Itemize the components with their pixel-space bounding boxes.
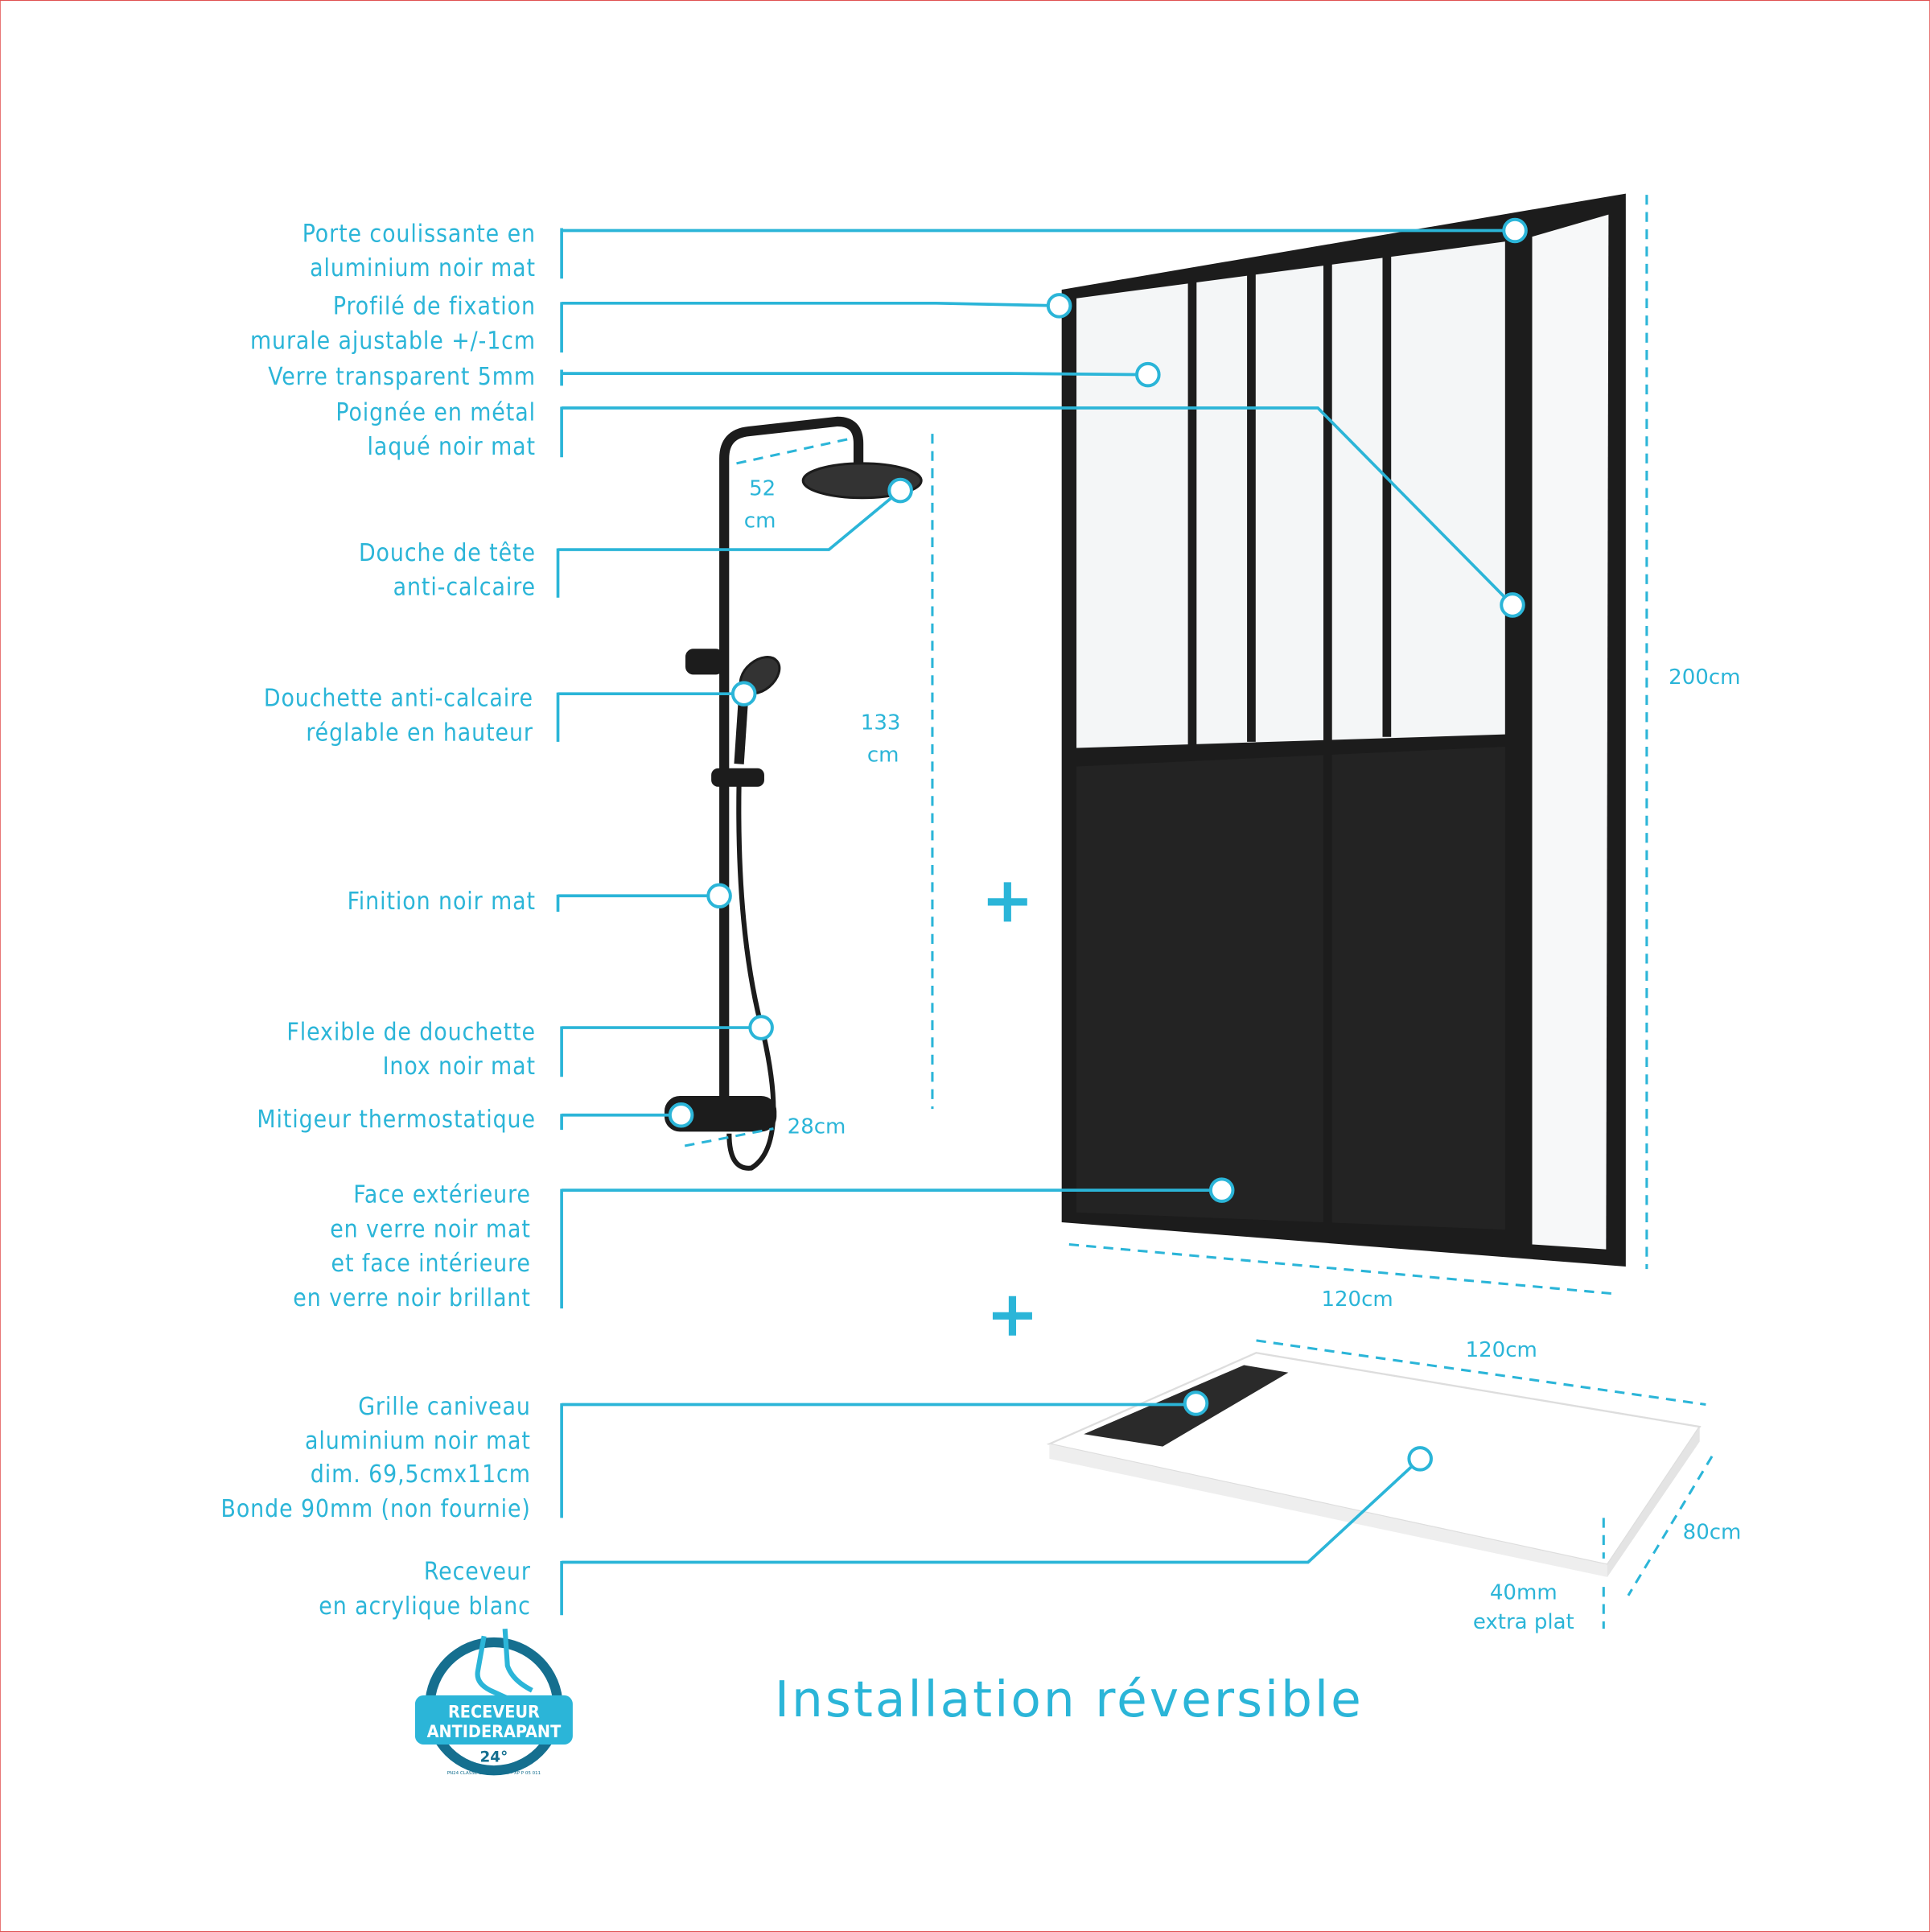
column-height-unit: cm — [867, 743, 899, 767]
svg-text:Profilé de fixation: Profilé de fixation — [333, 293, 536, 321]
svg-text:Douchette anti-calcaire: Douchette anti-calcaire — [264, 684, 533, 712]
door-height-label: 200cm — [1669, 665, 1740, 690]
callout-tray: Receveur en acrylique blanc — [319, 1446, 1433, 1621]
svg-text:Verre transparent 5mm: Verre transparent 5mm — [268, 363, 536, 391]
svg-text:anti-calcaire: anti-calcaire — [393, 574, 536, 602]
svg-text:réglable en hauteur: réglable en hauteur — [306, 719, 533, 747]
foot-icon — [475, 1628, 533, 1705]
svg-text:en verre noir brillant: en verre noir brillant — [293, 1284, 531, 1312]
black-glass-panel — [1076, 746, 1505, 1230]
svg-text:PN24 CLASSE C - DIN 51097 - XP: PN24 CLASSE C - DIN 51097 - XP P 05 011 — [447, 1771, 541, 1776]
callout-grille: Grille caniveau aluminium noir mat dim. 6… — [220, 1390, 1209, 1523]
tray-length-label: 120cm — [1466, 1338, 1537, 1362]
antislip-badge: RECEVEUR ANTIDERAPANT 24° PN24 CLASSE C … — [414, 1628, 573, 1776]
svg-text:Flexible de douchette: Flexible de douchette — [286, 1018, 536, 1046]
callout-handle: Poignée en métal laqué noir mat — [335, 398, 1525, 618]
svg-text:Porte coulissante en: Porte coulissante en — [302, 220, 536, 248]
svg-text:et face intérieure: et face intérieure — [331, 1250, 531, 1278]
svg-text:laqué noir mat: laqué noir mat — [367, 433, 535, 461]
shower-tray — [1046, 1352, 1702, 1577]
callout-mixer: Mitigeur thermostatique — [257, 1102, 694, 1134]
page-title: Installation réversible — [775, 1671, 1364, 1728]
svg-text:Poignée en métal: Poignée en métal — [335, 398, 536, 426]
mixer-width-label: 28cm — [788, 1115, 846, 1139]
svg-text:Receveur: Receveur — [424, 1558, 531, 1586]
svg-text:Douche de tête: Douche de tête — [359, 539, 536, 567]
svg-text:RECEVEUR: RECEVEUR — [448, 1702, 540, 1722]
shower-column — [664, 416, 923, 1171]
svg-text:Inox noir mat: Inox noir mat — [383, 1053, 536, 1081]
svg-text:en acrylique blanc: en acrylique blanc — [319, 1592, 531, 1621]
callout-glass: Verre transparent 5mm — [268, 361, 1161, 391]
callout-hand-shower: Douchette anti-calcaire réglable en haute… — [264, 681, 757, 747]
head-width-value: 52 — [749, 477, 776, 501]
clear-glass-left — [1076, 241, 1505, 748]
tray-depth-label: 80cm — [1683, 1520, 1742, 1544]
callout-profile: Profilé de fixation murale ajustable +/-1… — [250, 293, 1072, 355]
head-width-unit: cm — [744, 509, 776, 533]
plus-icon — [992, 1296, 1032, 1336]
svg-text:aluminium noir mat: aluminium noir mat — [310, 254, 536, 282]
clear-glass-fixed — [1532, 214, 1609, 1250]
column-height-value: 133 — [861, 711, 901, 735]
svg-text:dim. 69,5cmx11cm: dim. 69,5cmx11cm — [311, 1460, 531, 1489]
tray-thickness-note: extra plat — [1473, 1610, 1574, 1634]
svg-text:Bonde 90mm (non fournie): Bonde 90mm (non fournie) — [220, 1495, 530, 1523]
shower-door — [1061, 193, 1626, 1267]
svg-text:Grille caniveau: Grille caniveau — [358, 1393, 531, 1421]
plus-icon — [987, 882, 1027, 922]
callout-head-shower: Douche de tête anti-calcaire — [359, 477, 913, 602]
svg-text:24°: 24° — [480, 1749, 508, 1765]
svg-text:ANTIDERAPANT: ANTIDERAPANT — [427, 1722, 562, 1742]
door-width-label: 120cm — [1321, 1287, 1393, 1312]
svg-text:murale ajustable +/-1cm: murale ajustable +/-1cm — [250, 327, 536, 355]
tray-thickness-label: 40mm — [1490, 1580, 1558, 1605]
svg-text:Mitigeur thermostatique: Mitigeur thermostatique — [257, 1106, 536, 1134]
svg-text:aluminium noir mat: aluminium noir mat — [305, 1427, 531, 1456]
svg-text:Finition noir mat: Finition noir mat — [348, 888, 536, 916]
svg-text:Face extérieure: Face extérieure — [353, 1180, 531, 1209]
callout-finish: Finition noir mat — [348, 883, 732, 916]
svg-text:en verre noir mat: en verre noir mat — [330, 1215, 531, 1243]
callout-door: Porte coulissante en aluminium noir mat — [302, 217, 1528, 282]
callout-face: Face extérieure en verre noir mat et face… — [293, 1177, 1235, 1312]
